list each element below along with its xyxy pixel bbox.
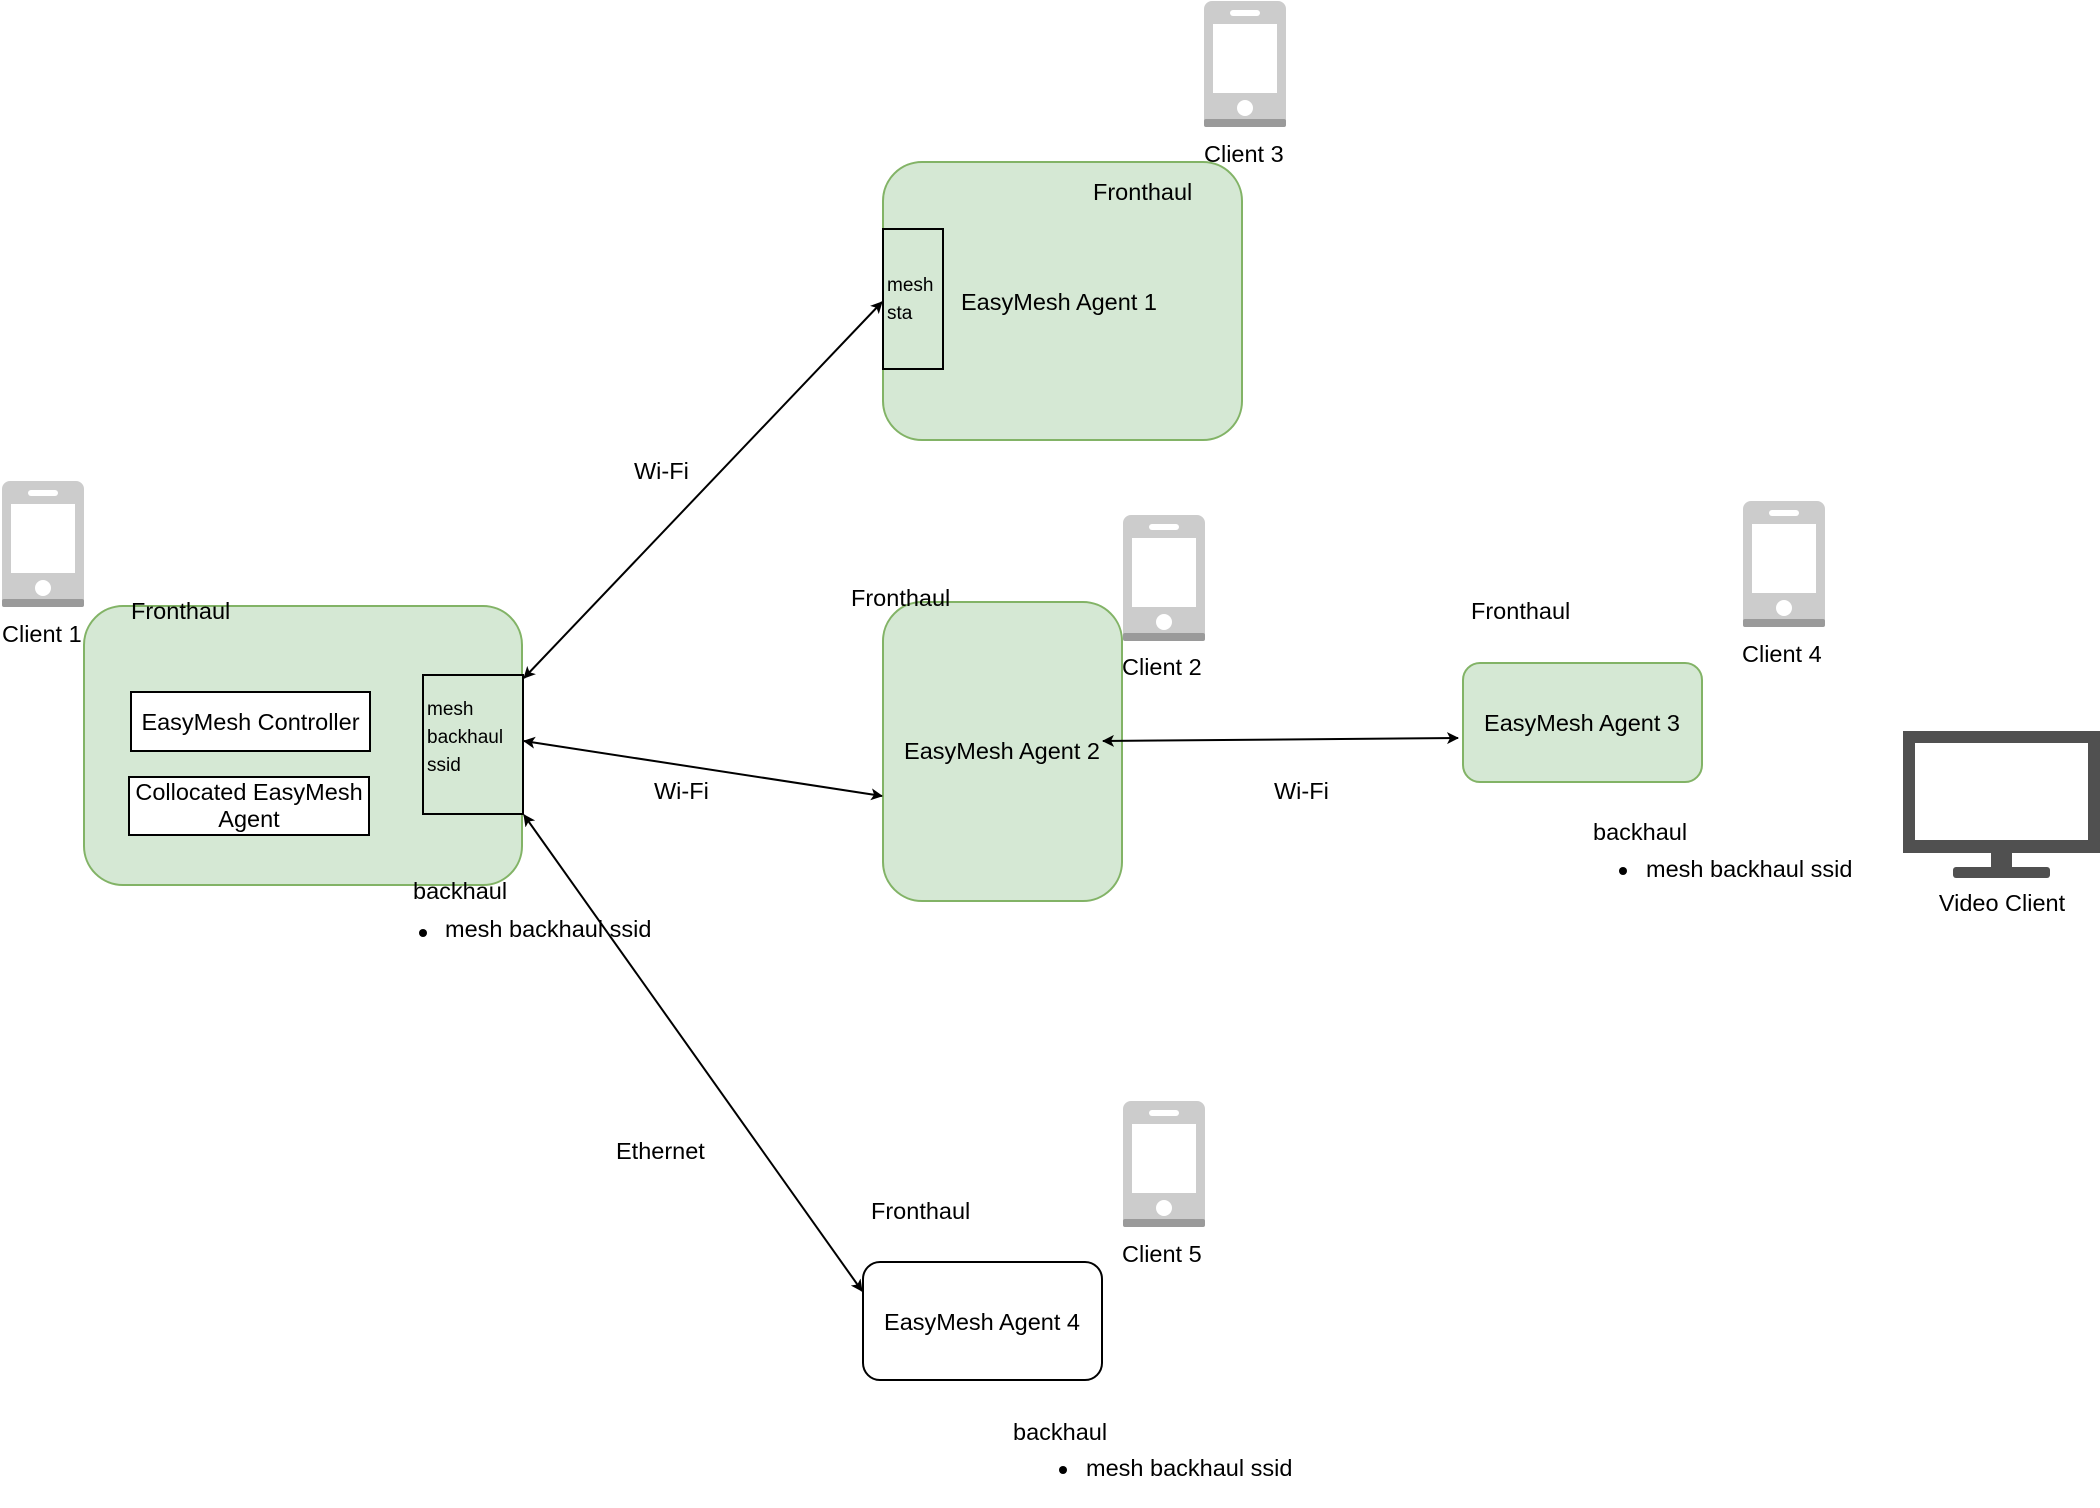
easymesh-controller-label: EasyMesh Controller bbox=[141, 708, 360, 735]
link-agent2-agent3[interactable] bbox=[1102, 732, 1459, 747]
agent1-mesh-sta-port[interactable]: mesh sta bbox=[882, 228, 944, 370]
client4-label: Client 4 bbox=[1742, 641, 1822, 667]
agent1-label: EasyMesh Agent 1 bbox=[961, 289, 1157, 315]
controller-backhaul-title: backhaul bbox=[413, 878, 508, 904]
link-label-controller-agent4: Ethernet bbox=[616, 1138, 705, 1164]
easymesh-controller-box[interactable]: EasyMesh Controller bbox=[130, 691, 371, 752]
client2-label: Client 2 bbox=[1122, 654, 1202, 680]
agent3-label: EasyMesh Agent 3 bbox=[1484, 710, 1680, 736]
controller-backhaul-item: mesh backhaul ssid bbox=[445, 916, 652, 942]
agent3-backhaul-bullet bbox=[1619, 867, 1627, 875]
phone-icon[interactable] bbox=[1123, 515, 1205, 641]
phone-icon[interactable] bbox=[1204, 1, 1286, 127]
client5-label: Client 5 bbox=[1122, 1241, 1202, 1267]
agent3-fronthaul-label: Fronthaul bbox=[1471, 598, 1571, 624]
agent2-fronthaul-label: Fronthaul bbox=[851, 585, 951, 611]
agent1-fronthaul-label: Fronthaul bbox=[1093, 179, 1193, 205]
phone-icon[interactable] bbox=[1743, 501, 1825, 627]
video-client-label: Video Client bbox=[1938, 890, 2066, 916]
agent4-backhaul-item: mesh backhaul ssid bbox=[1086, 1455, 1293, 1481]
agent3-backhaul-item: mesh backhaul ssid bbox=[1646, 856, 1853, 882]
monitor-icon[interactable] bbox=[1903, 731, 2100, 878]
agent4-fronthaul-label: Fronthaul bbox=[871, 1198, 971, 1224]
link-controller-agent1[interactable] bbox=[523, 301, 883, 679]
link-label-agent2-agent3: Wi-Fi bbox=[1274, 778, 1329, 804]
link-controller-agent4[interactable] bbox=[523, 814, 863, 1292]
link-label-controller-agent1: Wi-Fi bbox=[634, 458, 689, 484]
agent4-label: EasyMesh Agent 4 bbox=[884, 1309, 1080, 1335]
agent4-backhaul-bullet bbox=[1059, 1466, 1067, 1474]
controller-backhaul-port[interactable]: mesh backhaul ssid bbox=[422, 674, 524, 815]
client1-label: Client 1 bbox=[2, 621, 82, 647]
controller-fronthaul-label: Fronthaul bbox=[131, 598, 231, 624]
agent2-node[interactable] bbox=[882, 601, 1123, 902]
agent2-label: EasyMesh Agent 2 bbox=[904, 738, 1100, 764]
agent3-node[interactable] bbox=[1462, 662, 1703, 783]
collocated-agent-box[interactable]: Collocated EasyMesh Agent bbox=[128, 776, 370, 836]
collocated-agent-label: Collocated EasyMesh Agent bbox=[135, 779, 363, 832]
link-label-controller-agent2: Wi-Fi bbox=[654, 778, 709, 804]
phone-icon[interactable] bbox=[2, 481, 84, 607]
agent4-backhaul-title: backhaul bbox=[1013, 1419, 1108, 1445]
agent4-node[interactable] bbox=[862, 1261, 1103, 1381]
client3-label: Client 3 bbox=[1204, 141, 1284, 167]
phone-icon[interactable] bbox=[1123, 1101, 1205, 1227]
controller-backhaul-bullet bbox=[419, 929, 427, 937]
agent3-backhaul-title: backhaul bbox=[1593, 819, 1688, 845]
